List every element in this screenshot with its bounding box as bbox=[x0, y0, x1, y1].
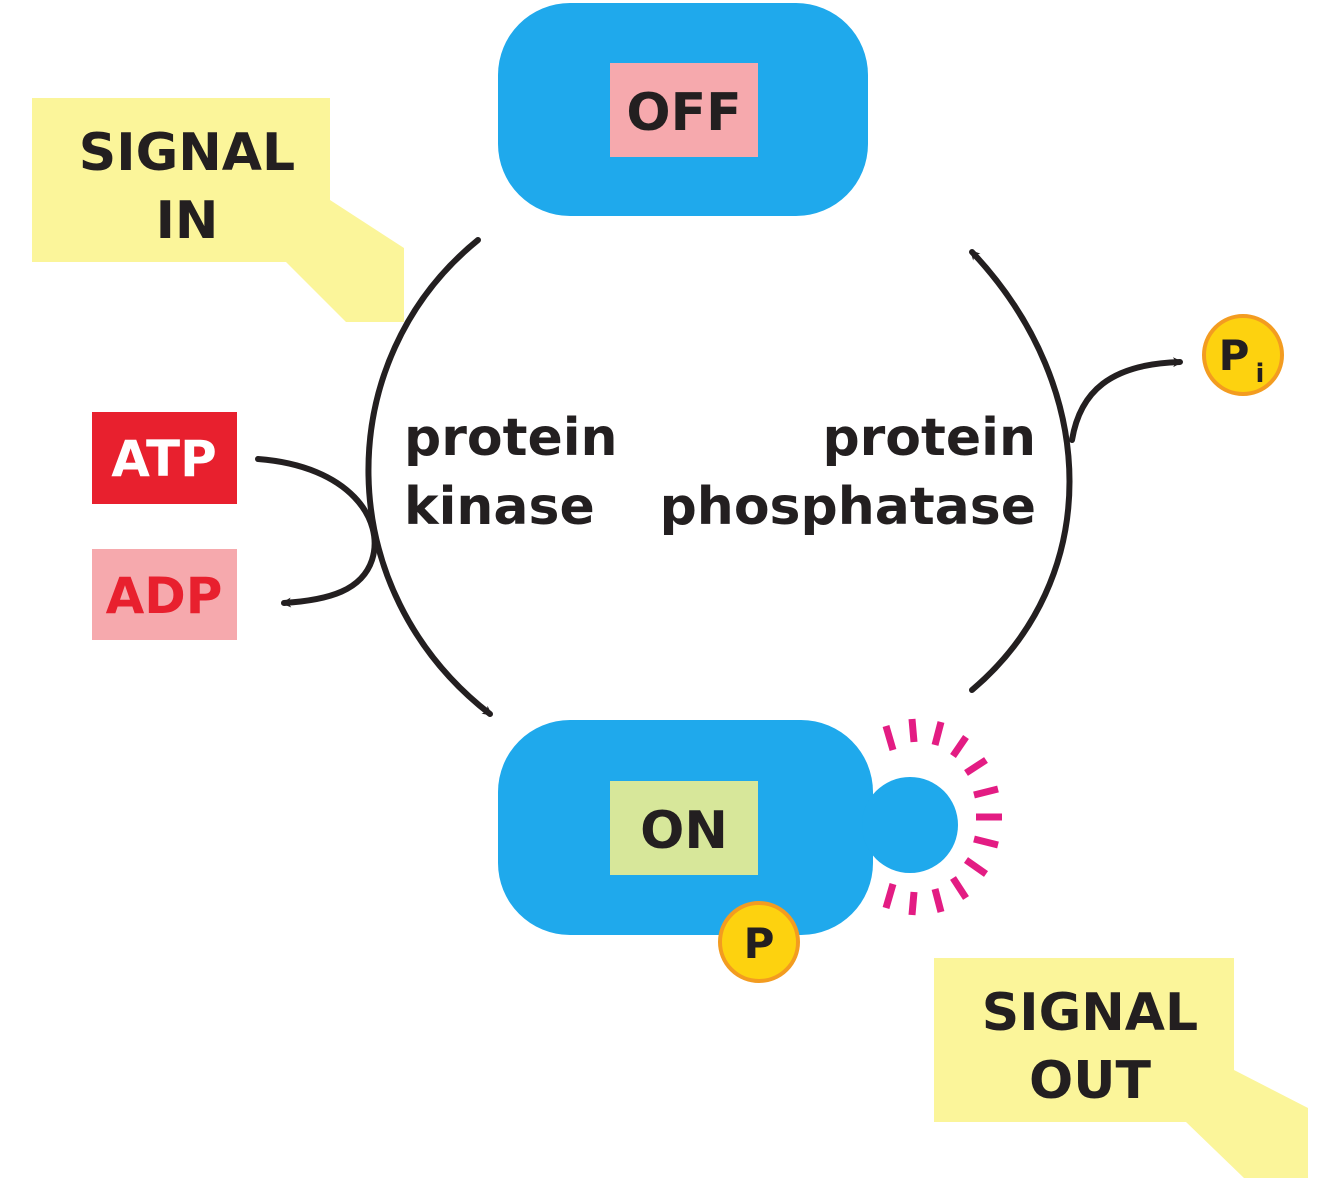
atp-label: ATP bbox=[111, 430, 217, 488]
adp-label: ADP bbox=[106, 567, 223, 625]
on-label: ON bbox=[640, 801, 728, 861]
signal-out-line2: OUT bbox=[1029, 1051, 1151, 1111]
signal-in-line1: SIGNAL bbox=[79, 123, 295, 183]
off-label: OFF bbox=[626, 83, 741, 143]
signal-in-callout: SIGNAL IN bbox=[32, 98, 404, 322]
atp-to-adp-arrow bbox=[255, 456, 378, 608]
protein-off: OFF bbox=[498, 3, 868, 216]
kinase-arrow bbox=[365, 237, 493, 717]
atp-box: ATP bbox=[92, 412, 237, 504]
kinase-label-line2: kinase bbox=[404, 477, 595, 537]
activity-glow bbox=[882, 718, 1002, 916]
phosphatase-label-line2: phosphatase bbox=[660, 477, 1036, 537]
phosphatase-label-line1: protein bbox=[822, 408, 1036, 468]
phosphate-released-subscript: i bbox=[1256, 359, 1265, 389]
phosphate-attached-label: P bbox=[744, 919, 775, 968]
phosphate-release-arrow bbox=[1069, 357, 1183, 443]
on-label-box bbox=[610, 781, 758, 875]
phosphate-released-label: P bbox=[1219, 331, 1250, 380]
off-label-box bbox=[610, 63, 758, 157]
adp-box: ADP bbox=[92, 549, 237, 640]
phosphate-released-icon: P i bbox=[1202, 314, 1284, 396]
phosphatase-arrow bbox=[969, 249, 1073, 693]
signal-out-line1: SIGNAL bbox=[982, 983, 1198, 1043]
phosphate-attached-icon: P bbox=[718, 901, 800, 983]
protein-on: ON bbox=[498, 720, 958, 935]
kinase-label-line1: protein bbox=[404, 408, 618, 468]
signal-in-line2: IN bbox=[156, 191, 219, 251]
signal-out-callout: SIGNAL OUT bbox=[934, 958, 1308, 1178]
protein-on-active-site bbox=[862, 777, 958, 873]
kinase-label: protein kinase bbox=[404, 408, 618, 537]
phosphatase-label: protein phosphatase bbox=[660, 408, 1036, 537]
